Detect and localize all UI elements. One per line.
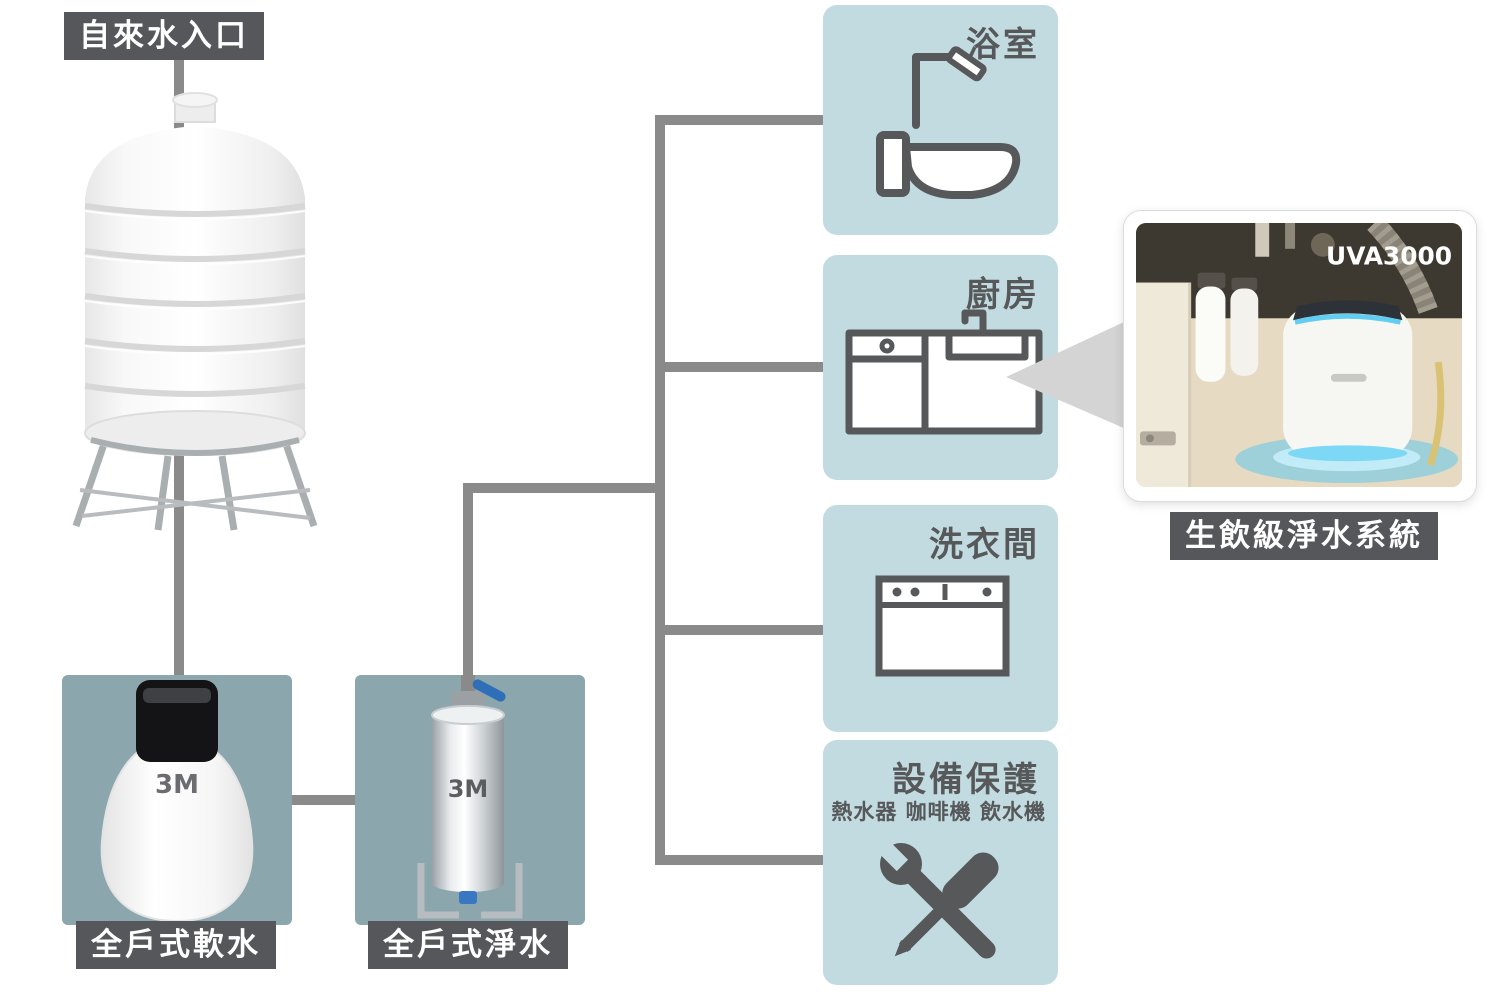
wrench-screwdriver-icon: [874, 837, 999, 959]
pipe-trunk: [655, 115, 665, 865]
pipe-filter-riser: [463, 483, 473, 688]
pipe-softener-to-filter: [290, 795, 360, 805]
pipe-branch-laundry: [655, 625, 825, 635]
kitchen-title: 廚房: [966, 275, 1040, 315]
softener-panel: 3M: [62, 675, 292, 925]
equipment-subtitle: 熱水器 咖啡機 飲水機: [831, 800, 1046, 824]
washing-machine-icon: [875, 575, 1010, 677]
under-sink-photo: UVA3000: [1136, 223, 1462, 487]
filter-panel: 3M: [355, 675, 585, 925]
valve-handle: [472, 679, 506, 702]
photo-model-label: UVA3000: [1326, 242, 1452, 271]
tap-water-inlet-label: 自來水入口: [64, 12, 264, 61]
water-tank-illustration: [72, 92, 318, 531]
wrench-icon: [874, 837, 996, 959]
filter-brand-logo: 3M: [448, 775, 489, 803]
filter-bracket: [417, 863, 523, 919]
tank-stand: [72, 442, 318, 531]
room-box-laundry: 洗衣間: [823, 505, 1058, 732]
softener-label: 全戶式軟水: [76, 921, 276, 970]
equipment-title: 設備保護: [892, 760, 1040, 800]
water-softener-icon: 3M: [100, 680, 254, 923]
room-box-equipment: 設備保護 熱水器 咖啡機 飲水機: [823, 740, 1058, 985]
whole-house-filter-icon: 3M: [417, 675, 523, 919]
pipe-branch-equipment: [655, 855, 825, 865]
pipe-branch-bathroom: [655, 115, 825, 125]
softener-brand-logo: 3M: [155, 770, 199, 800]
toilet-shower-icon: [876, 46, 1021, 199]
filter-cartridge: [1230, 288, 1259, 376]
pipe-feed-horizontal: [463, 483, 665, 493]
laundry-title: 洗衣間: [929, 525, 1040, 565]
filter-cartridge: [1195, 286, 1226, 382]
drinking-system-label: 生飲級淨水系統: [1170, 512, 1438, 561]
cabinet-photo-illustration: UVA3000: [1136, 223, 1462, 487]
callout-wedge: [1006, 321, 1126, 429]
pipe-branch-kitchen: [655, 362, 825, 372]
under-sink-photo-card: UVA3000: [1123, 210, 1477, 502]
bathroom-title: 浴室: [966, 25, 1040, 65]
room-box-kitchen: 廚房: [823, 255, 1058, 480]
filter-label: 全戶式淨水: [368, 921, 568, 970]
room-box-bathroom: 浴室: [823, 5, 1058, 235]
screwdriver-icon: [894, 852, 999, 957]
